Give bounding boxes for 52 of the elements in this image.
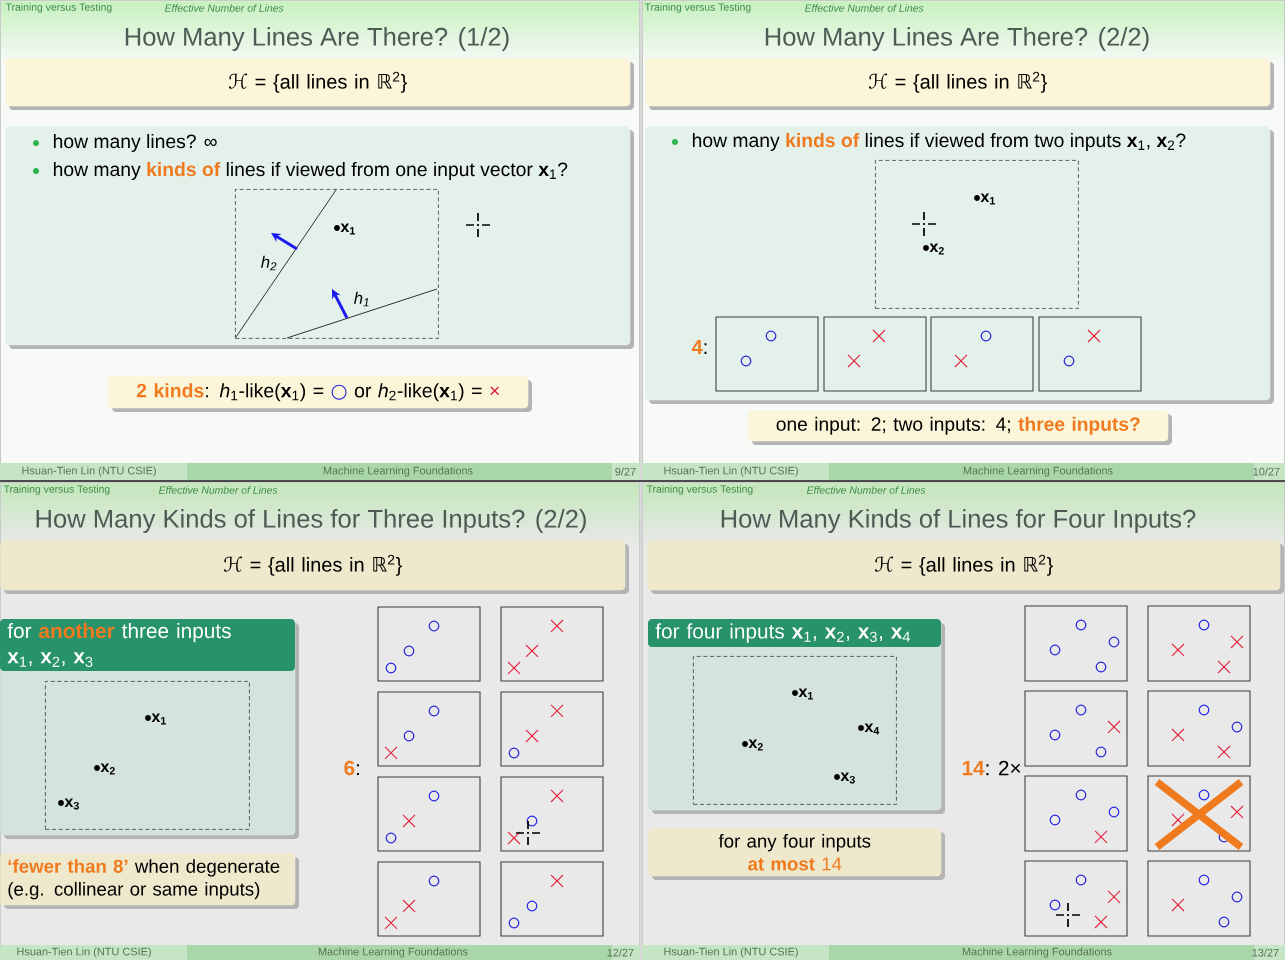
bullet-text: how many lines? ∞ xyxy=(53,134,217,152)
breadcrumb: Effective Number of Lines xyxy=(804,4,924,12)
breadcrumb: Training versus Testing xyxy=(646,485,753,495)
breadcrumb: Training versus Testing xyxy=(644,3,751,13)
count-label: 6: xyxy=(344,760,359,776)
footer-text: Hsuan-Tien Lin (NTU CSIE) xyxy=(664,466,798,477)
slide-title: How Many Kinds of Lines for Three Inputs? (2/2) xyxy=(36,509,586,533)
footer-text: 13/27 xyxy=(1252,948,1279,957)
note-box: ‘fewer than 8’ when degenerate (e.g. collinear or same inputs) xyxy=(0,853,299,909)
line-label: h$_{2}$ xyxy=(261,255,277,271)
panel-header: for four inputs x$_{1}$, x$_{2}$, x$_{3}$, x$_{4}$ xyxy=(648,619,941,647)
panel-header: for another three inputs x$_{1}$, x$_{2}$, x$_{3}$ xyxy=(0,619,295,671)
breadcrumb: Training versus Testing xyxy=(5,3,112,13)
point-label: x$_{1}$ xyxy=(151,713,166,725)
formula-box: ℋ = {all lines in ℝ$^{2}$} xyxy=(5,58,634,110)
formula-box: ℋ = {all lines in ℝ$^{2}$} xyxy=(0,540,629,594)
bullet-text: how many kinds of lines if viewed from one input vector x$_{1}$? xyxy=(53,162,568,180)
footer-text: Machine Learning Foundations xyxy=(963,466,1113,477)
slide-title: How Many Lines Are There? (2/2) xyxy=(765,27,1149,51)
footer-text: Hsuan-Tien Lin (NTU CSIE) xyxy=(22,466,156,477)
footer-text: Hsuan-Tien Lin (NTU CSIE) xyxy=(17,947,151,958)
count-label: 14: 2× xyxy=(962,760,1021,776)
breadcrumb: Training versus Testing xyxy=(3,485,110,495)
count-label: 4: xyxy=(691,340,707,354)
footer-text: 12/27 xyxy=(607,948,634,957)
slide-title: How Many Kinds of Lines for Four Inputs? xyxy=(721,509,1196,533)
note-box: for any four inputs at most 14 xyxy=(648,828,945,880)
point-label: x$_{1}$ xyxy=(340,223,355,235)
line-label: h$_{1}$ xyxy=(354,291,369,307)
bullet-text: how many kinds of lines if viewed from two inputs x$_{1}$, x$_{2}$? xyxy=(692,133,1186,151)
footer-text: Machine Learning Foundations xyxy=(318,947,468,958)
footer-text: Machine Learning Foundations xyxy=(962,947,1112,958)
result-box: 2 kinds: h$_{1}$-like(x$_{1}$) = ○ or h$_{2}$-like(x$_{1}$) = × xyxy=(108,376,532,412)
point-label: x$_{1}$ xyxy=(980,193,995,205)
formula-box: ℋ = {all lines in ℝ$^{2}$} xyxy=(647,540,1284,594)
slide-title: How Many Lines Are There? (1/2) xyxy=(125,27,509,51)
point-label: x$_{2}$ xyxy=(929,243,944,255)
point-label: x$_{2}$ xyxy=(748,739,763,751)
breadcrumb: Effective Number of Lines xyxy=(164,4,284,12)
point-label: x$_{1}$ xyxy=(798,688,813,700)
point-label: x$_{2}$ xyxy=(100,763,115,775)
footer-text: Hsuan-Tien Lin (NTU CSIE) xyxy=(664,947,798,958)
footer-text: 9/27 xyxy=(615,467,636,476)
point-label: x$_{3}$ xyxy=(840,772,855,784)
formula-box: ℋ = {all lines in ℝ$^{2}$} xyxy=(645,58,1274,110)
result-box: one input: 2; two inputs: 4; three inputs? xyxy=(748,410,1172,445)
breadcrumb: Effective Number of Lines xyxy=(158,486,278,494)
point-label: x$_{3}$ xyxy=(64,798,79,810)
footer-text: Machine Learning Foundations xyxy=(323,466,473,477)
point-label: x$_{4}$ xyxy=(864,723,880,735)
footer-text: 10/27 xyxy=(1253,467,1280,476)
breadcrumb: Effective Number of Lines xyxy=(806,486,926,494)
